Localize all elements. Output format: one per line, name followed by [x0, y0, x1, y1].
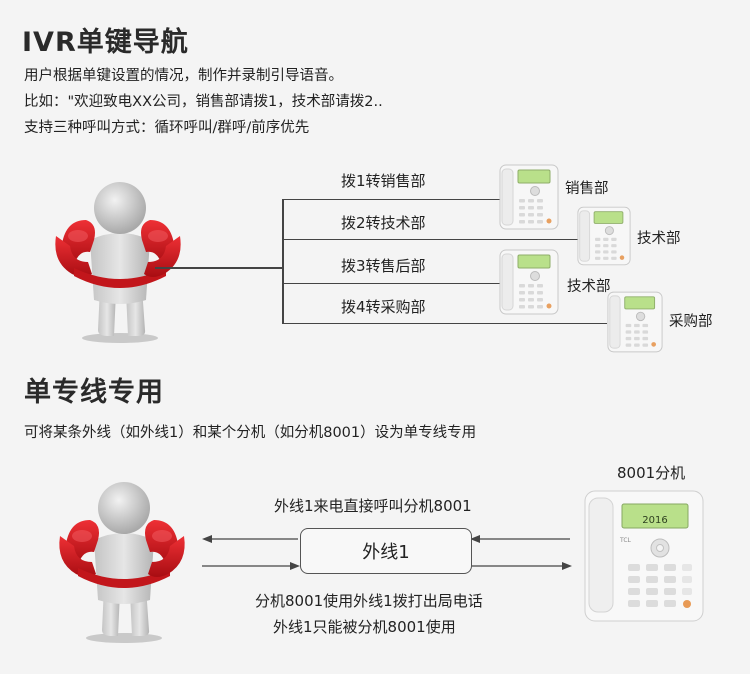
flow-arrows	[202, 535, 572, 570]
ivr-trunk-line	[155, 267, 283, 269]
phone-screen-text: 2016	[642, 515, 667, 526]
dedicated-top-note: 外线1来电直接呼叫分机8001	[274, 497, 472, 515]
dept-phone-4	[607, 291, 663, 357]
ivr-desc-line-3: 支持三种呼叫方式：循环呼叫/群呼/前序优先	[24, 120, 310, 136]
extension-label: 8001分机	[617, 464, 686, 482]
ivr-desc-line-1: 用户根据单键设置的情况，制作并录制引导语音。	[24, 68, 343, 84]
route-label-3: 拨3转售后部	[341, 257, 426, 275]
line-1-box: 外线1	[300, 528, 472, 574]
dept-phone-3	[499, 249, 559, 319]
ivr-title: IVR单键导航	[22, 27, 189, 58]
route-label-1: 拨1转销售部	[341, 172, 426, 190]
dedicated-bottom-note-2: 外线1只能被分机8001使用	[273, 618, 456, 636]
route-label-2: 拨2转技术部	[341, 214, 426, 232]
route-label-4: 拨4转采购部	[341, 298, 426, 316]
person-with-handset-figure	[55, 182, 181, 343]
ivr-branch-vertical-line	[282, 199, 284, 324]
dept-phone-2	[577, 206, 631, 270]
dept-label-1: 销售部	[565, 181, 609, 197]
ivr-desc-line-2: 比如："欢迎致电XX公司，销售部请拨1，技术部请拨2..	[24, 94, 383, 110]
ivr-branch-line-1	[282, 199, 500, 200]
ivr-branch-line-2	[282, 239, 578, 240]
phone-brand-text: TCL	[619, 537, 632, 544]
ivr-branch-line-3	[282, 283, 500, 284]
dept-label-3: 技术部	[567, 279, 611, 295]
line-1-label: 外线1	[362, 542, 410, 563]
dept-label-4: 采购部	[669, 314, 713, 330]
dedicated-desc: 可将某条外线（如外线1）和某个分机（如分机8001）设为单专线专用	[24, 425, 477, 441]
ivr-branch-line-4	[282, 323, 607, 324]
dedicated-bottom-note-1: 分机8001使用外线1拨打出局电话	[255, 592, 483, 610]
extension-desk-phone: 2016 TCL	[584, 490, 704, 622]
dept-label-2: 技术部	[637, 231, 681, 247]
dept-phone-1	[499, 164, 559, 234]
dedicated-title: 单专线专用	[24, 377, 164, 408]
person-with-handset-figure-2	[59, 482, 185, 643]
